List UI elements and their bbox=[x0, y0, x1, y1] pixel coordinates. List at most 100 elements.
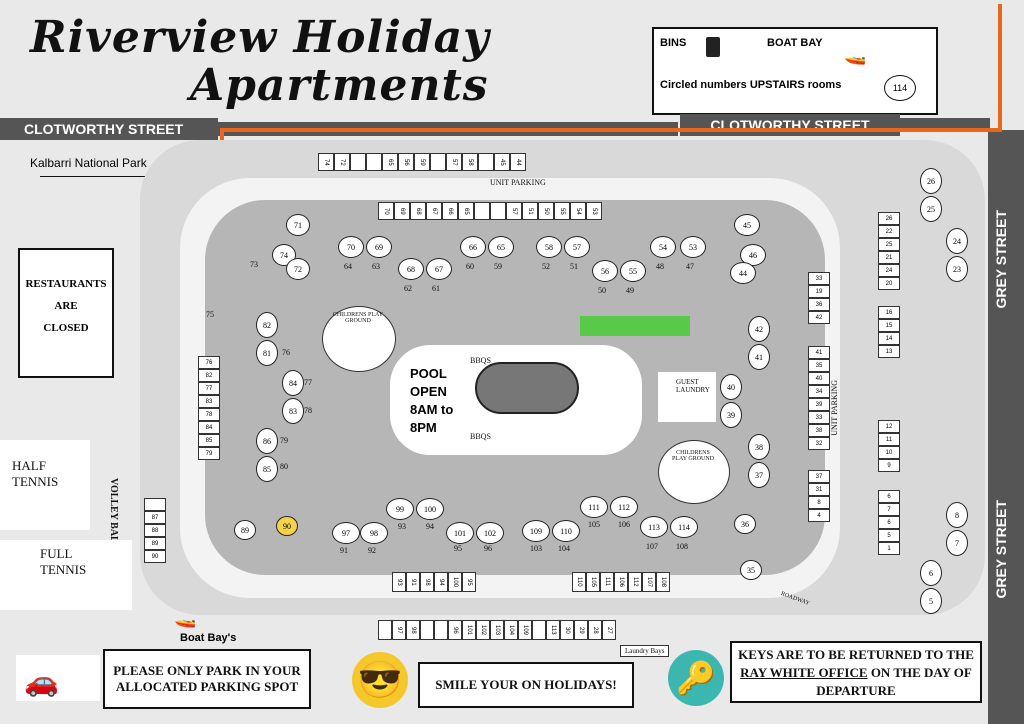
room-53: 53 bbox=[680, 236, 706, 258]
room-91: 91 bbox=[340, 546, 348, 555]
grey-street-road bbox=[988, 130, 1024, 724]
room-5: 5 bbox=[920, 588, 942, 614]
room-101: 101 bbox=[446, 522, 474, 544]
room-112: 112 bbox=[610, 496, 638, 518]
room-81: 81 bbox=[256, 340, 278, 366]
bbqs-top: BBQS bbox=[470, 356, 491, 365]
room-26: 26 bbox=[920, 168, 942, 194]
room-102: 102 bbox=[476, 522, 504, 544]
unit-parking-side: UNIT PARKING bbox=[830, 380, 839, 436]
grass-strip bbox=[580, 316, 690, 336]
half-tennis-court bbox=[0, 440, 90, 530]
unit-parking-top: UNIT PARKING bbox=[490, 178, 546, 187]
guest-laundry-label: GUEST LAUNDRY bbox=[676, 378, 710, 394]
legend-sample-room: 114 bbox=[884, 75, 916, 101]
room-105: 105 bbox=[588, 520, 600, 529]
room-97: 97 bbox=[332, 522, 360, 544]
room-109: 109 bbox=[522, 520, 550, 542]
room-65: 65 bbox=[488, 236, 514, 258]
room-90: 90 bbox=[276, 516, 298, 536]
room-62: 62 bbox=[404, 284, 412, 293]
parking-notice: PLEASE ONLY PARK IN YOUR ALLOCATED PARKI… bbox=[103, 649, 311, 709]
keys-notice-a: KEYS ARE TO BE RETURNED TO THE bbox=[738, 647, 974, 662]
room-79: 79 bbox=[280, 436, 288, 445]
room-61: 61 bbox=[432, 284, 440, 293]
room-37: 37 bbox=[748, 462, 770, 488]
legend-boat-bay: BOAT BAY bbox=[767, 37, 823, 49]
room-92: 92 bbox=[368, 546, 376, 555]
smile-notice: SMILE YOUR ON HOLIDAYS! bbox=[418, 662, 634, 708]
room-24: 24 bbox=[946, 228, 968, 254]
legend-box: BINS BOAT BAY 🚤 Circled numbers UPSTAIRS… bbox=[652, 27, 938, 115]
room-110: 110 bbox=[552, 520, 580, 542]
boat-bays-label: Boat Bay's bbox=[180, 632, 237, 644]
room-59: 59 bbox=[494, 262, 502, 271]
car-box bbox=[16, 655, 100, 701]
room-80: 80 bbox=[280, 462, 288, 471]
room-54: 54 bbox=[650, 236, 676, 258]
room-89: 89 bbox=[234, 520, 256, 540]
room-107: 107 bbox=[646, 542, 658, 551]
room-98: 98 bbox=[360, 522, 388, 544]
room-86: 86 bbox=[256, 428, 278, 454]
room-51: 51 bbox=[570, 262, 578, 271]
room-41: 41 bbox=[748, 344, 770, 370]
room-50: 50 bbox=[598, 286, 606, 295]
room-78: 78 bbox=[304, 406, 312, 415]
full-tennis-court bbox=[0, 540, 132, 610]
room-52: 52 bbox=[542, 262, 550, 271]
full-tennis-label: FULL TENNIS bbox=[40, 546, 87, 577]
room-47: 47 bbox=[686, 262, 694, 271]
boat-bay-icon: 🚤 bbox=[174, 608, 197, 628]
room-36: 36 bbox=[734, 514, 756, 534]
room-55: 55 bbox=[620, 260, 646, 282]
key-icon: 🔑 bbox=[668, 650, 724, 706]
room-71: 71 bbox=[286, 214, 310, 236]
room-6: 6 bbox=[920, 560, 942, 586]
room-103: 103 bbox=[530, 544, 542, 553]
legend-bins: BINS bbox=[660, 37, 687, 49]
room-23: 23 bbox=[946, 256, 968, 282]
room-85: 85 bbox=[256, 456, 278, 482]
boat-icon: 🚤 bbox=[844, 45, 867, 65]
room-45: 45 bbox=[734, 214, 760, 236]
pool-icon bbox=[475, 362, 579, 414]
keys-notice-c: ON THE DAY OF DEPARTURE bbox=[816, 665, 972, 698]
room-57: 57 bbox=[564, 236, 590, 258]
room-82: 82 bbox=[256, 312, 278, 338]
room-77: 77 bbox=[304, 378, 312, 387]
room-7: 7 bbox=[946, 530, 968, 556]
smiley-icon: 😎 bbox=[352, 652, 408, 708]
room-95: 95 bbox=[454, 544, 462, 553]
room-114: 114 bbox=[670, 516, 698, 538]
legend-circled-note: Circled numbers UPSTAIRS rooms bbox=[660, 79, 842, 91]
room-104: 104 bbox=[558, 544, 570, 553]
room-39: 39 bbox=[720, 402, 742, 428]
title-line1: Riverview Holiday bbox=[30, 12, 490, 63]
bbqs-bottom: BBQS bbox=[470, 432, 491, 441]
room-75: 75 bbox=[206, 310, 214, 319]
room-70: 70 bbox=[338, 236, 364, 258]
kalbarri-arrow bbox=[40, 176, 170, 177]
room-69: 69 bbox=[366, 236, 392, 258]
playground-2-label: CHILDRENS PLAY GROUND bbox=[671, 450, 715, 462]
room-48: 48 bbox=[656, 262, 664, 271]
room-42: 42 bbox=[748, 316, 770, 342]
room-113: 113 bbox=[640, 516, 668, 538]
room-64: 64 bbox=[344, 262, 352, 271]
room-73: 73 bbox=[250, 260, 258, 269]
room-35: 35 bbox=[740, 560, 762, 580]
room-99: 99 bbox=[386, 498, 414, 520]
